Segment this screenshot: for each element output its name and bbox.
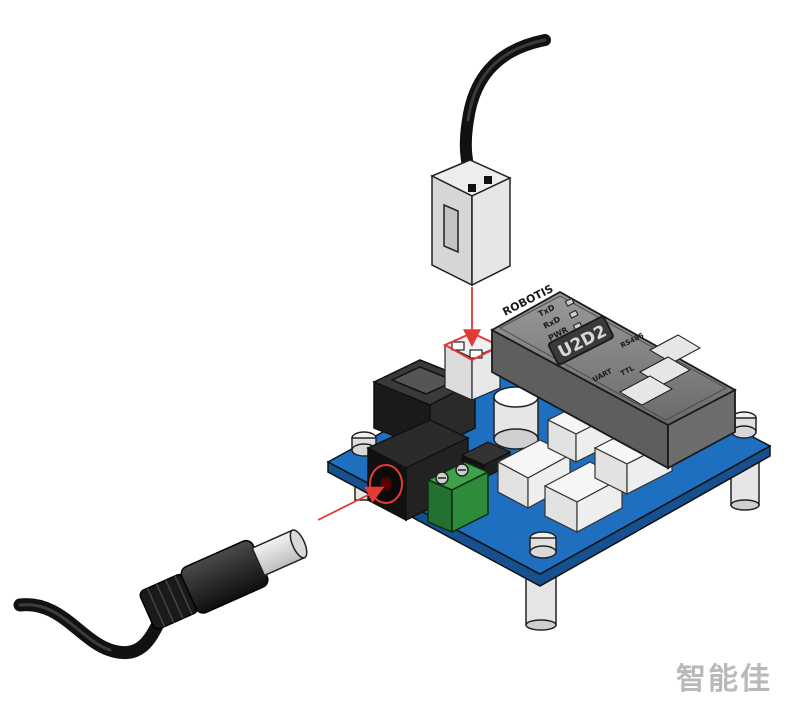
u2d2-top [490,290,737,427]
terminal-block [426,461,490,534]
upper-connector-housing [430,159,512,287]
nut-front [529,531,557,559]
u2d2-module: ROBOTIS TxD RxD PWR U2D2 RS485 UART TTL [490,282,737,470]
board-power-connector [442,331,503,401]
watermark-logo: 智能佳 [676,662,772,697]
dc-plug-body [139,529,308,630]
u2d2-ports [618,334,702,406]
u2d2-leds [564,297,583,331]
led-rxd [568,309,579,319]
led-txd [564,297,575,307]
arrow-plug-to-jack [317,486,385,521]
capacitor [493,386,539,450]
dc-plug-cable [13,529,308,660]
port-uart [618,375,674,406]
upper-power-cable [430,34,551,287]
